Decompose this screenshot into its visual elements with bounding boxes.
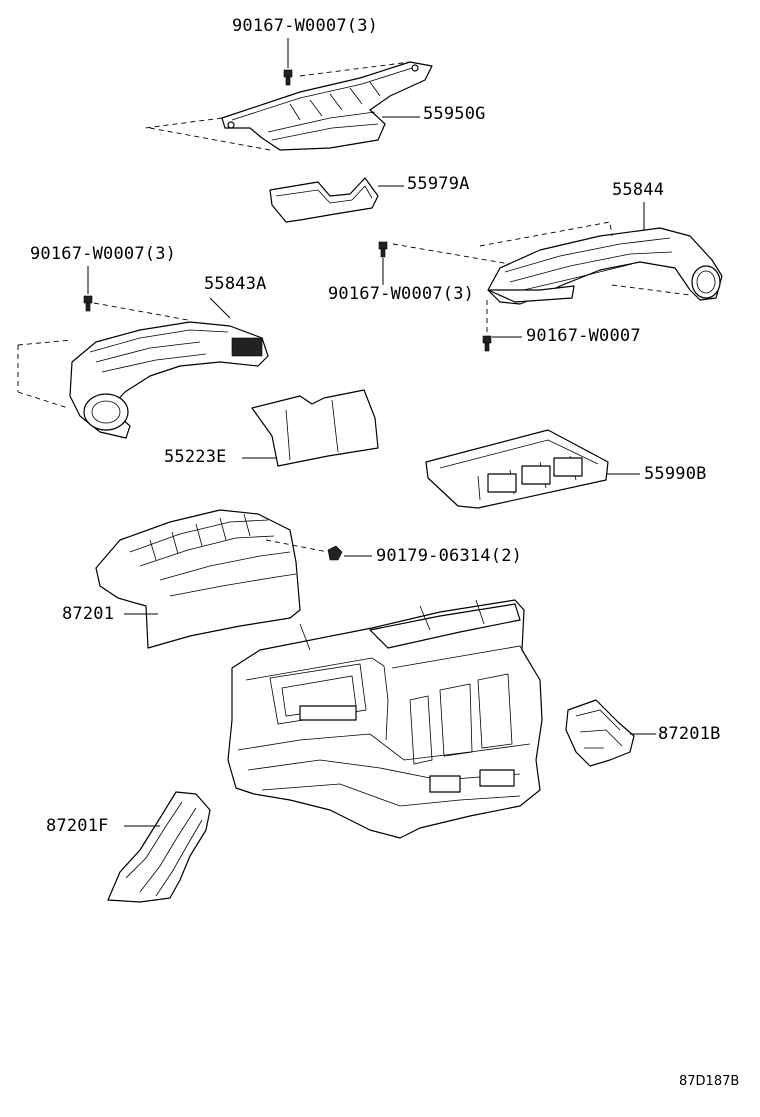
duct-87201 <box>95 509 329 649</box>
bolt-single <box>482 335 492 352</box>
diagram-id: 87D187B <box>679 1074 740 1089</box>
label-55990b: 55990B <box>644 464 707 484</box>
duct-87201f <box>107 791 211 903</box>
label-bolt-top: 90167-W0007(3) <box>232 16 379 36</box>
label-bolt-mid: 90167-W0007(3) <box>328 284 475 304</box>
label-bolt-single: 90167-W0007 <box>526 326 641 346</box>
duct-55843a <box>17 302 269 439</box>
bolt-top <box>283 69 293 86</box>
label-87201: 87201 <box>62 604 115 624</box>
duct-87201b <box>565 699 635 767</box>
label-bolt-left: 90167-W0007(3) <box>30 244 177 264</box>
label-55950g: 55950G <box>423 104 486 124</box>
label-87201f: 87201F <box>46 816 109 836</box>
bolt-left <box>83 295 93 312</box>
nut <box>327 545 343 561</box>
frame-55990b <box>425 429 609 509</box>
duct-55844 <box>392 221 723 305</box>
seal-55979a <box>269 177 379 223</box>
label-55843a: 55843A <box>204 274 267 294</box>
duct-55950g <box>144 61 433 151</box>
label-nut: 90179-06314(2) <box>376 546 523 566</box>
label-55223e: 55223E <box>164 447 227 467</box>
label-55844: 55844 <box>612 180 665 200</box>
label-55979a: 55979A <box>407 174 470 194</box>
bolt-mid <box>378 241 388 258</box>
heater-unit <box>227 599 543 839</box>
seal-55223e <box>251 389 379 467</box>
label-87201b: 87201B <box>658 724 721 744</box>
